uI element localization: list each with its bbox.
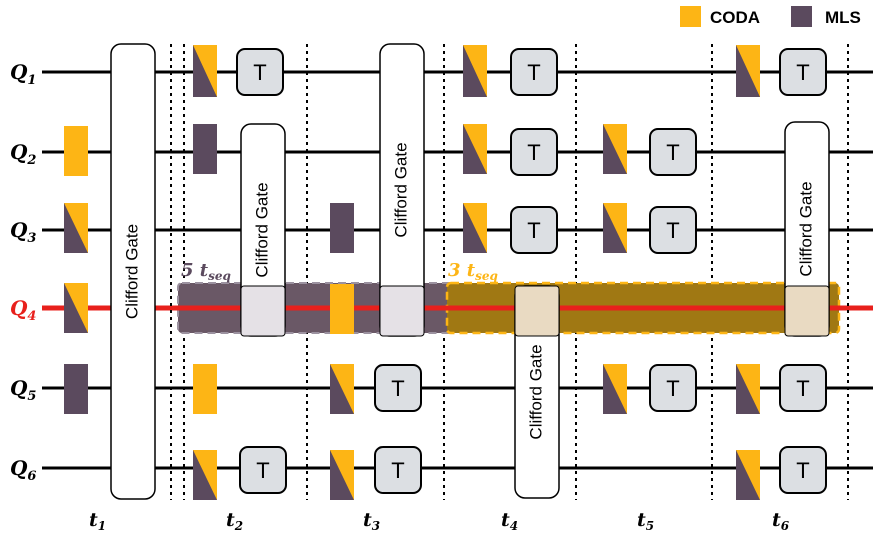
t-gate-q2-t5: T: [649, 128, 697, 176]
svg-text:T: T: [666, 140, 679, 165]
time-label-5: t5: [637, 509, 654, 533]
split-q3-t5: [603, 203, 627, 253]
split-q5-t6: [736, 364, 760, 414]
svg-text:Clifford Gate: Clifford Gate: [391, 142, 410, 237]
qubit-label-4: Q4: [10, 296, 36, 324]
coda-q2-t1: [64, 126, 88, 176]
svg-text:Clifford Gate: Clifford Gate: [252, 182, 271, 277]
split-q1-t6: [736, 45, 760, 97]
t-gate-q5-t3: T: [374, 364, 422, 412]
time-label-2: t2: [226, 509, 243, 533]
time-label-1: t1: [89, 509, 106, 533]
split-q3-t1: [64, 203, 88, 253]
split-q5-t5: [603, 364, 627, 414]
clifford-gate-t3: Clifford Gate: [379, 43, 425, 337]
split-q1-t4: [463, 45, 487, 97]
mls-q2-t2: [193, 124, 217, 174]
svg-text:T: T: [527, 140, 540, 165]
coda-q5-t2: [193, 364, 217, 414]
split-q2-t4: [463, 124, 487, 174]
svg-text:T: T: [796, 60, 809, 85]
t-gate-q3-t5: T: [649, 206, 697, 254]
split-q6-t2: [193, 450, 217, 500]
t-gate-q1-t2: T: [236, 48, 284, 96]
time-dividers: [170, 44, 849, 500]
clifford-gate-t2: Clifford Gate: [240, 123, 286, 337]
window-3-label: 3 tseq: [448, 260, 498, 283]
qubit-label-5: Q5: [10, 376, 36, 404]
qubit-label-3: Q3: [10, 218, 36, 246]
svg-text:T: T: [666, 218, 679, 243]
t-gate-q3-t4: T: [510, 206, 558, 254]
overlap-q4-t2: [240, 285, 286, 337]
split-q5-t3: [330, 364, 354, 414]
split-q6-t3: [330, 450, 354, 500]
svg-text:T: T: [256, 458, 269, 483]
svg-text:T: T: [796, 376, 809, 401]
qubit-label-2: Q2: [10, 140, 36, 168]
time-label-6: t6: [772, 509, 790, 533]
svg-text:T: T: [391, 376, 404, 401]
svg-text:T: T: [391, 458, 404, 483]
svg-text:Clifford Gate: Clifford Gate: [796, 181, 815, 276]
legend-coda-swatch: [680, 6, 701, 27]
time-label-4: t4: [501, 509, 518, 533]
t-gate-q1-t6: T: [779, 48, 827, 96]
svg-text:T: T: [527, 60, 540, 85]
svg-text:T: T: [666, 376, 679, 401]
t-gate-q5-t5: T: [649, 364, 697, 412]
clifford-gate-t1: Clifford Gate: [110, 43, 156, 500]
overlap-q4-t3: [379, 285, 425, 337]
t-gate-q1-t4: T: [510, 48, 558, 96]
svg-text:T: T: [253, 60, 266, 85]
coda-q4-t3: [330, 284, 354, 334]
mls-q3-t3: [330, 203, 354, 253]
t-gate-q6-t2: T: [239, 446, 287, 494]
svg-text:Clifford Gate: Clifford Gate: [122, 224, 141, 319]
split-q6-t6: [736, 450, 760, 500]
split-q2-t5: [603, 124, 627, 174]
t-gate-q2-t4: T: [510, 128, 558, 176]
svg-text:T: T: [527, 218, 540, 243]
split-q1-t2: [193, 45, 217, 97]
svg-text:Clifford Gate: Clifford Gate: [526, 344, 545, 439]
overlap-q4-t4: [514, 285, 560, 337]
qubit-label-1: Q1: [10, 60, 36, 88]
svg-text:T: T: [796, 458, 809, 483]
time-label-3: t3: [363, 509, 380, 533]
qubit-label-6: Q6: [10, 456, 36, 484]
split-q3-t4: [463, 203, 487, 253]
overlap-q4-t6: [784, 285, 830, 337]
legend-mls-swatch: [791, 6, 812, 27]
legend-coda-label: CODA: [710, 8, 760, 27]
mls-q5-t1: [64, 364, 88, 414]
t-gate-q6-t3: T: [374, 446, 422, 494]
window-5-label: 5 tseq: [181, 260, 231, 283]
split-q4-t1: [64, 283, 88, 333]
legend-mls-label: MLS: [825, 8, 861, 27]
t-gate-q6-t6: T: [779, 446, 827, 494]
t-gate-q5-t6: T: [779, 364, 827, 412]
